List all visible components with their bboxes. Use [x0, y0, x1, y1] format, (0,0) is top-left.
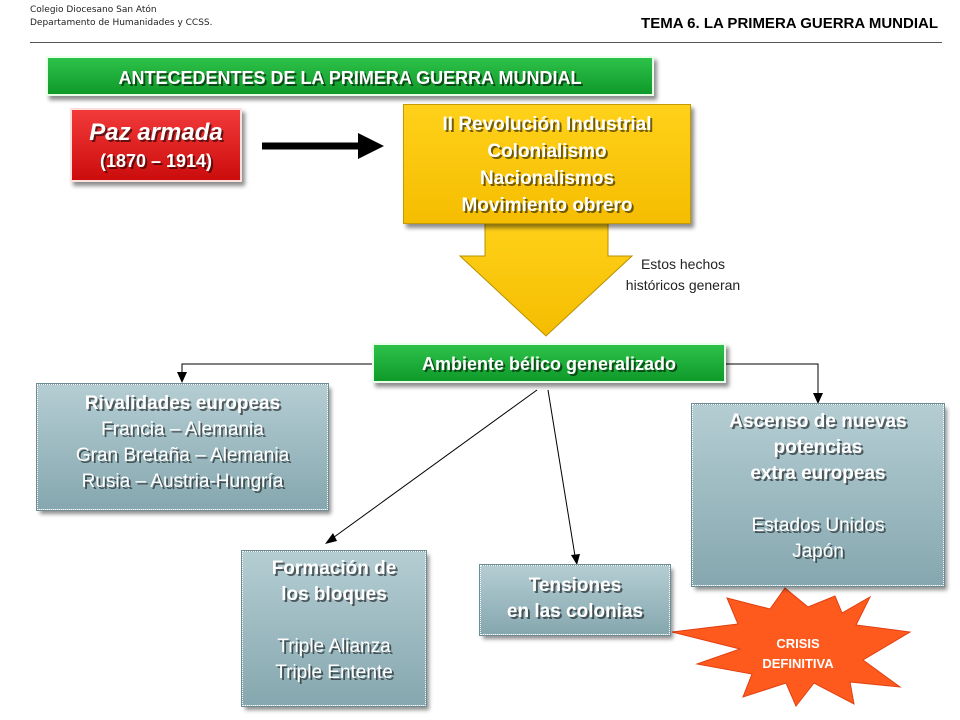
cause-item: Movimiento obrero — [461, 195, 633, 216]
formacion-title-line: los bloques — [281, 584, 387, 605]
rivalidad-item: Gran Bretaña – Alemania — [75, 445, 290, 466]
connector-rivalidades — [181, 363, 372, 374]
tensiones-line: en las colonias — [506, 601, 644, 622]
connector-ascenso — [726, 363, 819, 394]
tensiones-line: Tensiones — [528, 575, 622, 596]
thick-arrow-head — [358, 133, 384, 159]
crisis-starburst — [671, 587, 912, 707]
cause-item: II Revolución Industrial — [442, 114, 652, 135]
paz-armada-dates: (1870 – 1914) — [99, 151, 213, 171]
rivalidades-box: Rivalidades europeas Francia – Alemania … — [36, 383, 329, 511]
section-title-banner: ANTECEDENTES DE LA PRIMERA GUERRA MUNDIA… — [46, 56, 654, 96]
school-name: Colegio Diocesano San Atón — [30, 5, 157, 15]
causes-box: II Revolución Industrial Colonialismo Na… — [403, 104, 691, 224]
ambiente-box: Ambiente bélico generalizado — [372, 343, 726, 383]
connector-formacion — [329, 389, 538, 541]
ascenso-item: Estados Unidos — [751, 515, 885, 536]
arrow-note: Estos hechos históricos generan — [608, 254, 758, 296]
rivalidad-item: Francia – Alemania — [101, 419, 264, 440]
ascenso-box: Ascenso de nuevas potencias extra europe… — [691, 403, 945, 587]
arrowhead-rivalidades — [177, 372, 187, 383]
topic-title: TEMA 6. LA PRIMERA GUERRA MUNDIAL — [641, 15, 938, 32]
crisis-line: DEFINITIVA — [762, 656, 834, 671]
tensiones-box: Tensiones en las colonias — [479, 564, 671, 636]
note-line: Estos hechos — [640, 256, 726, 272]
connector-tensiones — [547, 389, 576, 557]
department-name: Departamento de Humanidades y CCSS. — [30, 18, 213, 28]
formacion-box: Formación de los bloques Triple Alianza … — [241, 550, 427, 707]
ascenso-item: Japón — [792, 541, 844, 562]
yellow-down-arrow — [458, 219, 634, 337]
cause-item: Colonialismo — [487, 141, 607, 162]
paz-armada-box: Paz armada (1870 – 1914) — [70, 108, 242, 182]
rivalidad-item: Rusia – Austria-Hungría — [81, 471, 284, 492]
cause-item: Nacionalismos — [479, 168, 615, 189]
note-line: históricos generan — [625, 277, 741, 293]
arrowhead-tensiones — [571, 554, 580, 565]
ascenso-title-line: potencias — [773, 437, 863, 458]
ascenso-title-line: extra europeas — [750, 463, 886, 484]
formacion-item: Triple Entente — [275, 662, 393, 683]
school-header: Colegio Diocesano San Atón Departamento … — [30, 4, 212, 30]
rivalidades-title: Rivalidades europeas — [84, 393, 281, 414]
paz-armada-title: Paz armada — [89, 119, 223, 146]
ascenso-title-line: Ascenso de nuevas — [729, 411, 907, 432]
arrowhead-ascenso — [813, 393, 823, 404]
crisis-label: CRISIS DEFINITIVA — [738, 634, 858, 674]
formacion-title-line: Formación de — [271, 558, 397, 579]
arrowhead-formacion — [325, 533, 337, 544]
formacion-item: Triple Alianza — [277, 636, 391, 657]
crisis-line: CRISIS — [776, 636, 820, 651]
header-divider — [30, 42, 942, 43]
